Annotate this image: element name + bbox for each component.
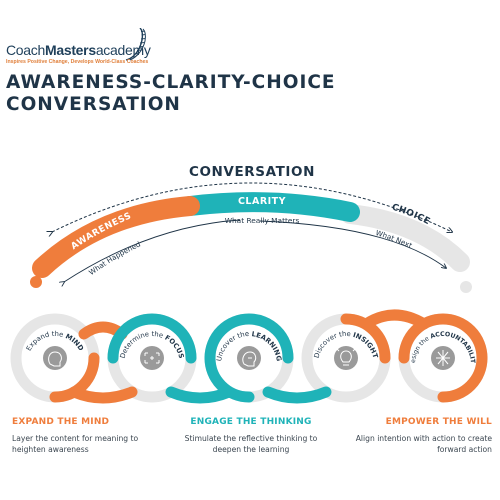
connector-mind-focus — [68, 386, 138, 404]
awareness-sublabel: What Happened — [87, 239, 142, 277]
column-text: Align intention with action to create fo… — [355, 434, 492, 454]
connector-learning-insight — [262, 386, 332, 404]
bulb-icon — [336, 348, 356, 366]
page-title-line2: CONVERSATION — [6, 94, 181, 115]
column-engage-thinking: ENGAGE THE THINKING Stimulate the reflec… — [176, 417, 326, 455]
brain-icon — [48, 351, 62, 367]
brain-icon-disc — [43, 346, 67, 370]
arc-start-dot — [30, 276, 42, 288]
arc-segment-clarity — [180, 192, 360, 222]
clarity-sublabel: What Really Matters — [225, 216, 300, 225]
focus-frame-icon — [144, 352, 160, 364]
connector-insight-accountability — [360, 309, 430, 330]
column-empower-will: EMPOWER THE WILL Align intention with ac… — [340, 417, 492, 455]
arc-heading: CONVERSATION — [189, 164, 315, 180]
ring-arc-accountability-low — [437, 352, 488, 403]
bulb-icon-disc — [334, 346, 358, 370]
ring-arc-insight — [340, 313, 391, 364]
staircase-logo-icon — [125, 28, 146, 61]
column-heading: EMPOWER THE WILL — [385, 417, 492, 427]
step-label-accountability: Design the ACCOUNTABILITY — [0, 0, 476, 364]
column-text: Layer the content for meaning to heighte… — [12, 434, 139, 454]
column-text: Stimulate the reflective thinking to dee… — [184, 434, 318, 454]
lower-left-arrow — [64, 219, 241, 282]
logo-tagline: Inspires Positive Change, Develops World… — [6, 59, 149, 65]
lightbulb-head-icon — [242, 351, 257, 367]
column-heading: ENGAGE THE THINKING — [190, 417, 312, 427]
clarity-label: CLARITY — [238, 196, 286, 207]
ring-arc-learning-low — [204, 352, 255, 403]
ring-arc-focus — [107, 313, 197, 364]
lower-right-arrow — [259, 220, 446, 268]
network-icon — [436, 350, 450, 366]
coachmasters-logo: CoachMastersacademy Inspires Positive Ch… — [6, 28, 156, 70]
upper-dashed-arc — [52, 182, 452, 232]
arc-segment-awareness — [32, 196, 200, 278]
column-heading: EXPAND THE MIND — [12, 417, 110, 427]
column-expand-mind: EXPAND THE MIND Layer the content for me… — [12, 417, 172, 455]
logo-wordmark: CoachMastersacademy — [6, 42, 151, 58]
connector-focus-learning — [165, 386, 235, 404]
page-title-line1: AWARENESS-CLARITY-CHOICE — [6, 72, 336, 93]
ring-arc-learning — [204, 313, 294, 364]
arc-end-dot — [460, 281, 472, 293]
arc-segment-choice — [340, 204, 470, 272]
ring-arc-accountability — [398, 313, 488, 364]
ring-arc-mind — [49, 352, 100, 403]
